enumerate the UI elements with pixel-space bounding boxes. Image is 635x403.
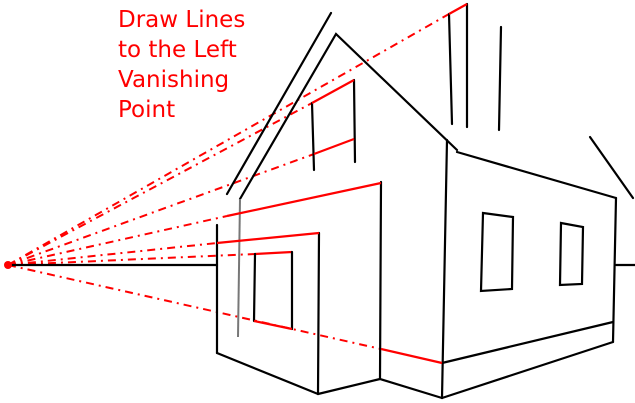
garage-window-bottom bbox=[253, 319, 293, 331]
dormer-window-bottom bbox=[313, 137, 355, 156]
caption-line-4: Point bbox=[118, 97, 175, 123]
vanishing-guide-lines bbox=[7, 13, 450, 350]
guide-line-garage-top bbox=[7, 242, 218, 266]
chimney-top bbox=[448, 3, 468, 15]
side-foundation-bottom bbox=[440, 340, 615, 400]
garage-window-left bbox=[252, 252, 257, 323]
construction-line bbox=[237, 198, 241, 338]
chimney-back bbox=[497, 25, 503, 132]
guide-line-dormer-top bbox=[7, 102, 313, 266]
front-wall-edge bbox=[378, 180, 383, 381]
house-drawing bbox=[6, 2, 635, 400]
garage-front-base bbox=[316, 377, 382, 396]
caption-line-3: Vanishing bbox=[118, 67, 229, 93]
side-roof-line bbox=[455, 150, 618, 200]
guide-line-eave bbox=[7, 215, 228, 266]
roof-outer-edge bbox=[225, 11, 333, 196]
guide-line-base bbox=[7, 264, 382, 350]
garage-base bbox=[215, 351, 320, 396]
guide-line-dormer-bottom bbox=[7, 153, 315, 266]
guide-line-window-top bbox=[7, 253, 256, 266]
front-foundation-line bbox=[380, 347, 443, 365]
vanishing-point bbox=[4, 261, 12, 269]
front-base bbox=[378, 377, 444, 400]
dormer-window-right bbox=[352, 78, 357, 164]
far-roof-line bbox=[588, 135, 635, 200]
eave-line bbox=[226, 181, 382, 218]
caption-line-2: to the Left bbox=[118, 37, 237, 63]
dormer-window-left bbox=[310, 101, 316, 172]
house-corner bbox=[440, 138, 449, 400]
garage-right-edge bbox=[316, 231, 321, 396]
dormer-window-top bbox=[311, 79, 355, 104]
instruction-caption: Draw Lines to the Left Vanishing Point bbox=[118, 7, 253, 123]
side-foundation-top bbox=[440, 320, 615, 365]
side-window-2 bbox=[558, 221, 585, 287]
chimney-left bbox=[447, 12, 454, 126]
guide-line-chimney bbox=[7, 13, 450, 266]
side-wall-right bbox=[611, 196, 618, 344]
caption-line-1: Draw Lines bbox=[118, 7, 245, 33]
roof-gable bbox=[238, 32, 459, 201]
garage-top-line bbox=[216, 231, 320, 245]
side-window-1 bbox=[479, 211, 515, 293]
garage-window-top bbox=[254, 250, 293, 256]
